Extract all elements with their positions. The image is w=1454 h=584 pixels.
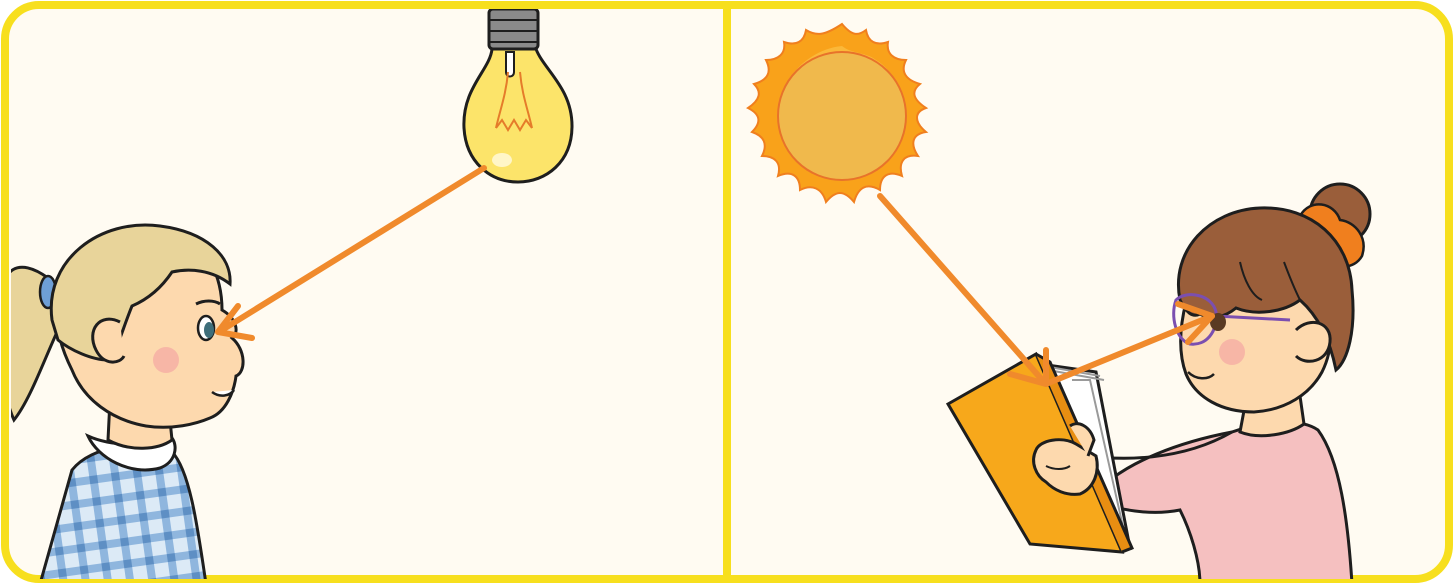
- brown-haired-girl: [1086, 182, 1372, 579]
- light-ray-book-to-eye: [1043, 301, 1215, 387]
- light-ray-bulb-to-eye: [215, 165, 487, 341]
- sun-icon: [746, 22, 929, 205]
- light-bulb-icon: [462, 9, 574, 184]
- hand: [1032, 422, 1099, 496]
- left-panel: [11, 9, 574, 579]
- right-panel: [746, 22, 1372, 579]
- blond-girl: [11, 223, 245, 579]
- glasses-icon: [1172, 293, 1291, 346]
